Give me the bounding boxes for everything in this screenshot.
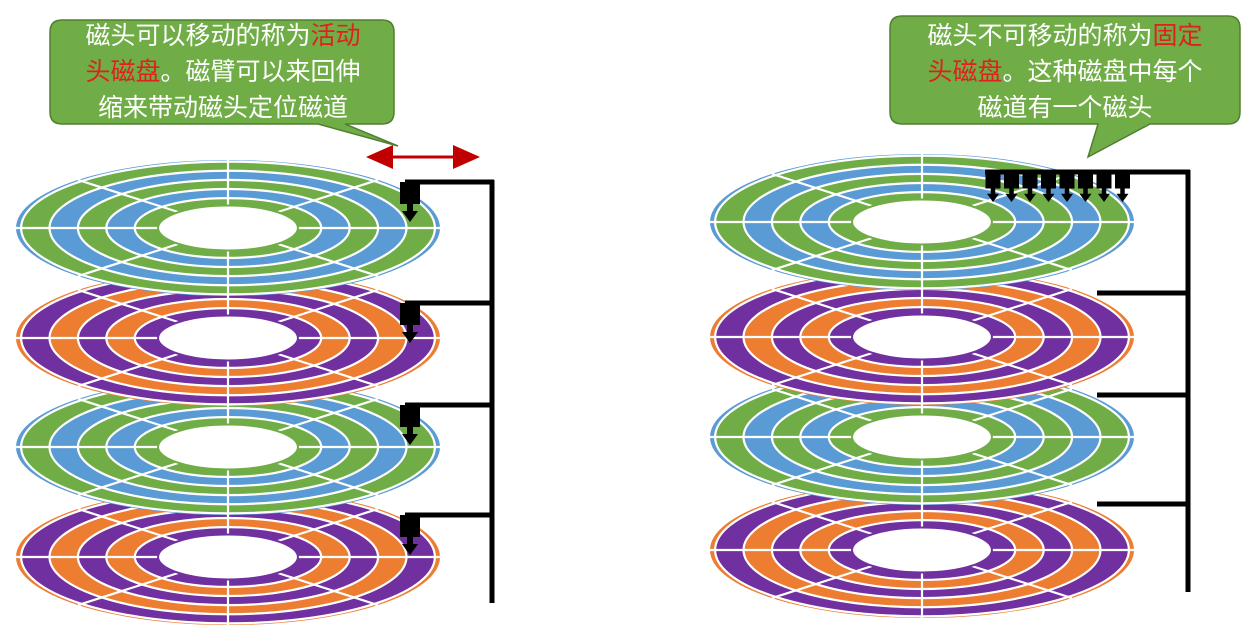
sector-divider [77, 507, 179, 543]
sector-divider [771, 500, 873, 536]
sector-divider [277, 288, 379, 324]
sector-divider [971, 500, 1073, 536]
sector-divider [971, 564, 1073, 600]
sector-divider [971, 287, 1073, 323]
sector-divider [77, 242, 179, 278]
read-write-head [1041, 172, 1056, 202]
fixed-callout-line-1: 磁头不可移动的称为固定 [927, 21, 1203, 50]
disk-platter [710, 154, 1134, 290]
read-write-head [400, 303, 420, 343]
movable-head-callout-text: 磁头可以移动的称为活动 头磁盘。磁臂可以来回伸 缩来带动磁头定位磁道 [58, 18, 388, 126]
platter-spindle-hole [157, 314, 299, 362]
fixed-head-callout-bubble [889, 15, 1241, 159]
platter-spindle-hole [157, 423, 299, 471]
disk-platter [16, 379, 440, 515]
sector-divider [771, 351, 873, 387]
sector-divider [77, 397, 179, 433]
movable-callout-line-2: 头磁盘。磁臂可以来回伸 [85, 57, 361, 86]
sector-divider [771, 236, 873, 272]
read-write-head [1059, 172, 1075, 202]
highlight-term: 活动 [310, 21, 361, 50]
platter-spindle-hole [851, 198, 993, 246]
read-write-head [1078, 172, 1093, 202]
sector-divider [771, 451, 873, 487]
sector-divider [277, 507, 379, 543]
disk-platter [16, 270, 440, 406]
platter-spindle-hole [851, 413, 993, 461]
fixed-head-platter-stack [710, 154, 1134, 618]
sector-divider [771, 172, 873, 208]
read-write-head [400, 405, 420, 445]
sector-divider [77, 352, 179, 388]
fixed-callout-line-2: 头磁盘。这种磁盘中每个 [927, 57, 1203, 86]
sector-divider [771, 564, 873, 600]
sector-divider [971, 351, 1073, 387]
fixed-head-arm-assembly [985, 169, 1191, 592]
disk-platter [710, 482, 1134, 618]
sector-divider [971, 451, 1073, 487]
movable-head-callout-bubble [49, 19, 399, 147]
disk-platter [16, 489, 440, 625]
movable-callout-line-3: 缩来带动磁头定位磁道 [97, 93, 348, 122]
highlight-term: 固定 [1152, 21, 1203, 50]
sector-divider [277, 397, 379, 433]
sector-divider [771, 387, 873, 423]
sector-divider [971, 387, 1073, 423]
sector-divider [77, 288, 179, 324]
disk-platter [710, 269, 1134, 405]
read-write-head [1096, 172, 1112, 202]
read-write-head [400, 182, 420, 222]
platter-spindle-hole [851, 313, 993, 361]
sector-divider [771, 287, 873, 323]
fixed-head-callout-text: 磁头不可移动的称为固定 头磁盘。这种磁盘中每个 磁道有一个磁头 [896, 18, 1234, 126]
highlight-term: 头磁盘 [85, 57, 161, 86]
movable-head-platter-stack [16, 160, 440, 625]
disk-platter [16, 160, 440, 296]
sector-divider [77, 571, 179, 607]
sector-divider [971, 236, 1073, 272]
platter-spindle-hole [157, 533, 299, 581]
platter-spindle-hole [157, 204, 299, 252]
sector-divider [277, 178, 379, 214]
read-write-head [400, 515, 420, 555]
read-write-head [1004, 172, 1019, 202]
fixed-callout-line-3: 磁道有一个磁头 [977, 93, 1153, 122]
highlight-term: 头磁盘 [927, 57, 1003, 86]
read-write-head [1115, 172, 1130, 202]
sector-divider [77, 461, 179, 497]
platter-spindle-hole [851, 526, 993, 574]
sector-divider [277, 571, 379, 607]
read-write-head [985, 172, 1001, 202]
movable-callout-line-1: 磁头可以移动的称为活动 [85, 21, 361, 50]
sector-divider [277, 461, 379, 497]
read-write-head [1022, 172, 1038, 202]
movable-head-arm-assembly [400, 179, 495, 603]
sector-divider [277, 242, 379, 278]
sector-divider [277, 352, 379, 388]
sector-divider [77, 178, 179, 214]
